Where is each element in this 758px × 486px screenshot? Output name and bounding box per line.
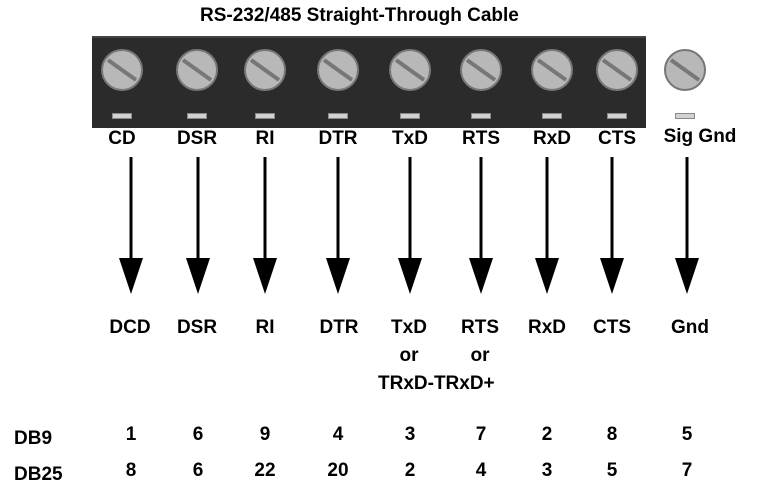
screw-icon bbox=[596, 49, 638, 91]
terminal-label-ri: RI bbox=[255, 128, 275, 149]
target-label-dtr: DTR bbox=[319, 317, 359, 338]
terminal-tab bbox=[400, 113, 420, 119]
db25-pin: 6 bbox=[192, 460, 204, 481]
terminal-label-dsr: DSR bbox=[176, 128, 218, 149]
screw-icon bbox=[460, 49, 502, 91]
db25-pin: 20 bbox=[327, 460, 349, 481]
terminal-tab bbox=[187, 113, 207, 119]
db9-pin: 9 bbox=[259, 424, 271, 445]
arrow-down-icon bbox=[253, 157, 277, 294]
terminal-label-rxd: RxD bbox=[532, 128, 572, 149]
arrow-down-icon bbox=[326, 157, 350, 294]
target-label-txd: TxD bbox=[391, 317, 427, 338]
db25-pin: 2 bbox=[404, 460, 416, 481]
db25-pin: 3 bbox=[541, 460, 553, 481]
db25-pin: 22 bbox=[254, 460, 276, 481]
screw-icon bbox=[176, 49, 218, 91]
terminal-dtr bbox=[308, 38, 368, 128]
diagram-title-text: RS-232/485 Straight-Through Cable bbox=[200, 5, 519, 26]
terminal-label-txd: TxD bbox=[392, 128, 428, 149]
terminal-tab bbox=[542, 113, 562, 119]
arrow-down-icon bbox=[535, 157, 559, 294]
arrow-down-icon bbox=[119, 157, 143, 294]
db9-pin: 5 bbox=[681, 424, 693, 445]
screw-icon bbox=[244, 49, 286, 91]
terminal-tab bbox=[255, 113, 275, 119]
db9-pin: 8 bbox=[606, 424, 618, 445]
target-label-dsr: DSR bbox=[176, 317, 218, 338]
row-label-db25: DB25 bbox=[14, 464, 63, 485]
screw-icon bbox=[664, 49, 706, 91]
terminal-cd bbox=[92, 38, 152, 128]
terminal-label-rts: RTS bbox=[462, 128, 500, 149]
db25-pin: 5 bbox=[606, 460, 618, 481]
db9-pin: 6 bbox=[192, 424, 204, 445]
screw-icon bbox=[531, 49, 573, 91]
terminal-sig-gnd bbox=[655, 38, 715, 128]
screw-icon bbox=[317, 49, 359, 91]
terminal-tab bbox=[607, 113, 627, 119]
target-label-rxd: RxD bbox=[527, 317, 567, 338]
target-label-cts: CTS bbox=[593, 317, 631, 338]
terminal-label-dtr: DTR bbox=[318, 128, 358, 149]
terminal-tab bbox=[328, 113, 348, 119]
db25-pin: 7 bbox=[681, 460, 693, 481]
terminal-tab bbox=[112, 113, 132, 119]
target-label-rts: RTS bbox=[461, 317, 499, 338]
arrow-down-icon bbox=[600, 157, 624, 294]
db9-pin: 2 bbox=[541, 424, 553, 445]
db25-pin: 4 bbox=[475, 460, 487, 481]
target-label-gnd: Gnd bbox=[671, 317, 709, 338]
terminal-cts bbox=[587, 38, 647, 128]
arrow-down-icon bbox=[675, 157, 699, 294]
diagram-title: RS-232/485 Straight-Through Cable bbox=[0, 5, 758, 27]
db9-pin: 1 bbox=[125, 424, 137, 445]
trxd-label: TRxD-TRxD+ bbox=[378, 373, 495, 394]
db25-pin: 8 bbox=[125, 460, 137, 481]
or-label-rts: or bbox=[470, 345, 490, 366]
arrow-down-icon bbox=[469, 157, 493, 294]
screw-icon bbox=[101, 49, 143, 91]
target-label-dcd: DCD bbox=[109, 317, 151, 338]
target-label-ri: RI bbox=[255, 317, 275, 338]
terminal-ri bbox=[235, 38, 295, 128]
terminal-label-cts: CTS bbox=[598, 128, 636, 149]
terminal-rts bbox=[451, 38, 511, 128]
terminal-txd bbox=[380, 38, 440, 128]
terminal-label-cd: CD bbox=[108, 128, 136, 149]
db9-pin: 3 bbox=[404, 424, 416, 445]
terminal-tab bbox=[471, 113, 491, 119]
terminal-tab bbox=[675, 113, 695, 119]
terminal-label-sig-gnd: Sig Gnd bbox=[663, 126, 737, 147]
db9-pin: 4 bbox=[332, 424, 344, 445]
db9-pin: 7 bbox=[475, 424, 487, 445]
or-label-txd: or bbox=[399, 345, 419, 366]
terminal-rxd bbox=[522, 38, 582, 128]
terminal-dsr bbox=[167, 38, 227, 128]
terminal-block bbox=[92, 36, 706, 128]
arrow-down-icon bbox=[186, 157, 210, 294]
row-label-db9: DB9 bbox=[14, 428, 53, 449]
arrow-down-icon bbox=[398, 157, 422, 294]
screw-icon bbox=[389, 49, 431, 91]
